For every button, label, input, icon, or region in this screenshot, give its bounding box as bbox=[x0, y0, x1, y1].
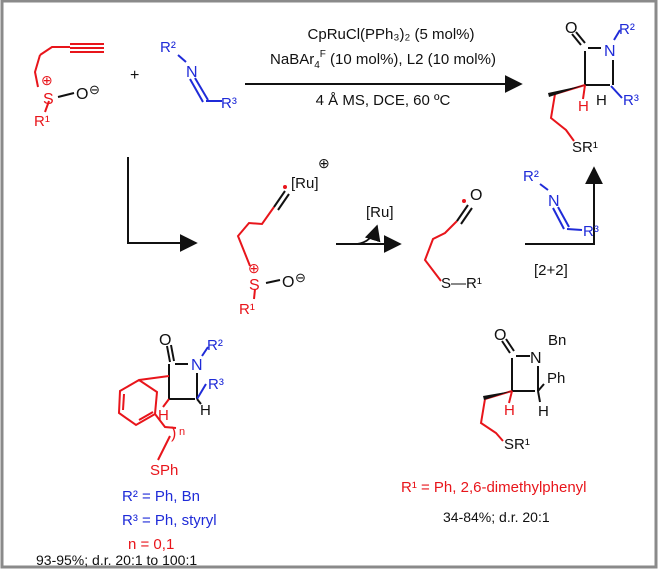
scope-right-n: N bbox=[530, 350, 542, 367]
int-o: O bbox=[282, 274, 294, 291]
ru-label: [Ru] bbox=[291, 175, 319, 192]
ketene-o: O bbox=[470, 187, 482, 204]
cycloaddition-label: [2+2] bbox=[534, 262, 568, 279]
mech-n: N bbox=[548, 193, 560, 210]
scope-left-paren: ) bbox=[171, 425, 176, 442]
mech-r3: R³ bbox=[583, 223, 599, 240]
plus-sign: + bbox=[130, 67, 139, 84]
product-h-black: H bbox=[596, 92, 607, 109]
int-r1: R¹ bbox=[239, 301, 255, 318]
ru-vinylidene-intermediate bbox=[236, 190, 290, 300]
product-r2: R² bbox=[619, 21, 635, 38]
atom-label-o: O bbox=[76, 86, 88, 103]
atom-label-s: S bbox=[43, 91, 54, 108]
scope-left-n-def: n = 0,1 bbox=[128, 536, 174, 553]
carbene-dot bbox=[283, 185, 287, 189]
scope-right-yield: 34-84%; d.r. 20:1 bbox=[443, 509, 550, 525]
imine-start bbox=[177, 54, 222, 103]
scope-left-structure bbox=[117, 344, 209, 461]
int-s: S bbox=[249, 277, 260, 294]
mech-r2: R² bbox=[523, 168, 539, 185]
scope-left-o: O bbox=[159, 332, 171, 349]
scope-left-sph: SPh bbox=[150, 462, 178, 479]
scope-right-h-red: H bbox=[504, 402, 515, 419]
label-r3: R³ bbox=[221, 95, 237, 112]
product-r3: R³ bbox=[623, 92, 639, 109]
scope-right-bn: Bn bbox=[548, 332, 566, 349]
scope-right-ph: Ph bbox=[547, 370, 565, 387]
scope-left-h-black: H bbox=[200, 402, 211, 419]
charge-minus: ⊖ bbox=[89, 82, 100, 97]
product-h-red: H bbox=[578, 98, 589, 115]
scope-left-r2: R² bbox=[207, 337, 223, 354]
charge-plus: ⊕ bbox=[41, 72, 53, 88]
imine-mechanism bbox=[539, 183, 583, 231]
label-r1: R¹ bbox=[34, 113, 50, 130]
product-sr1: SR¹ bbox=[572, 139, 598, 156]
ru-charge-plus: ⊕ bbox=[318, 155, 330, 171]
ketene-intermediate bbox=[423, 204, 473, 282]
scope-left-n-sub: n bbox=[179, 426, 185, 438]
scope-right-sr1: SR¹ bbox=[504, 436, 530, 453]
int-o-minus: ⊖ bbox=[295, 270, 306, 285]
ketene-s-r1: S—R¹ bbox=[441, 275, 482, 292]
scope-right-o: O bbox=[494, 327, 506, 344]
scope-right-h-black: H bbox=[538, 403, 549, 420]
scope-left-h-red: H bbox=[158, 407, 169, 424]
scope-left-r3-def: R³ = Ph, styryl bbox=[122, 512, 217, 529]
conditions-additive: NaBAr4F (10 mol%), L2 (10 mol%) bbox=[270, 49, 496, 71]
ketene-dot bbox=[462, 199, 466, 203]
conditions-catalyst: CpRuCl(PPh₃)₂ (5 mol%) bbox=[308, 26, 475, 43]
label-r2: R² bbox=[160, 39, 176, 56]
alkyne-sulfoxide-start bbox=[33, 43, 104, 113]
ru-released: [Ru] bbox=[366, 204, 394, 221]
conditions-molecular-sieves: 4 Å MS, DCE, 60 ºC bbox=[316, 92, 451, 109]
mechanism-arrow-down-right bbox=[127, 157, 198, 252]
mechanism-arrow-up-to-product bbox=[525, 166, 603, 245]
scope-right-r1-def: R¹ = Ph, 2,6-dimethylphenyl bbox=[401, 479, 587, 496]
scope-right-wedge bbox=[483, 391, 512, 400]
scope-left-n: N bbox=[191, 357, 203, 374]
ru-release-arrow bbox=[356, 224, 381, 245]
atom-label-n: N bbox=[186, 64, 198, 81]
scope-left-yield: 93-95%; d.r. 20:1 to 100:1 bbox=[36, 552, 197, 568]
wedge-bond bbox=[548, 85, 585, 97]
product-n: N bbox=[604, 43, 616, 60]
scope-left-r2-def: R² = Ph, Bn bbox=[122, 488, 200, 505]
product-o: O bbox=[565, 20, 577, 37]
int-s-plus: ⊕ bbox=[248, 260, 260, 276]
scope-left-r3: R³ bbox=[208, 376, 224, 393]
